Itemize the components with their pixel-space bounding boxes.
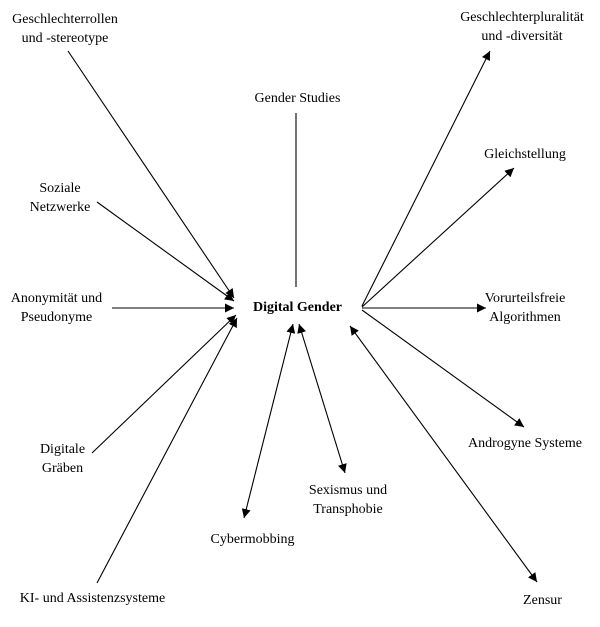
node-cybermobbing: Cybermobbing: [210, 532, 295, 547]
edge-androgyne: [361, 309, 525, 428]
node-geschlechterrollen: Geschlechterrollen und -stereotype: [12, 12, 118, 46]
edge-gleichstellung: [361, 167, 515, 308]
node-androgyne: Androgyne Systeme: [468, 436, 582, 451]
edge-cybermobbing: [241, 323, 296, 519]
edge-digitale-graeben: [91, 314, 237, 454]
edge-zensur: [349, 325, 538, 583]
node-vorurteilsfreie: Vorurteilsfreie Algorithmen: [484, 291, 566, 325]
edge-geschlechterpluralitaet: [361, 50, 491, 307]
node-ki-assistenz: KI- und Assistenzsysteme: [19, 591, 166, 606]
center-node-label: Digital Gender: [252, 300, 343, 315]
node-anonymitaet: Anonymität und Pseudonyme: [10, 291, 103, 325]
edge-geschlechterrollen: [67, 50, 235, 299]
node-soziale-netzwerke: Soziale Netzwerke: [29, 181, 91, 215]
edge-sexismus: [297, 323, 347, 474]
edge-soziale-netzwerke: [96, 201, 235, 302]
edges-group: [67, 50, 538, 584]
node-digitale-graeben: Digitale Gräben: [39, 442, 86, 476]
node-gleichstellung: Gleichstellung: [484, 147, 566, 162]
node-sexismus: Sexismus und Transphobie: [308, 483, 388, 517]
edge-ki-assistenz: [96, 317, 238, 584]
node-zensur: Zensur: [523, 593, 562, 608]
node-geschlechterpluralitaet: Geschlechterpluralität und -diversität: [460, 10, 584, 44]
node-gender-studies: Gender Studies: [254, 91, 341, 106]
